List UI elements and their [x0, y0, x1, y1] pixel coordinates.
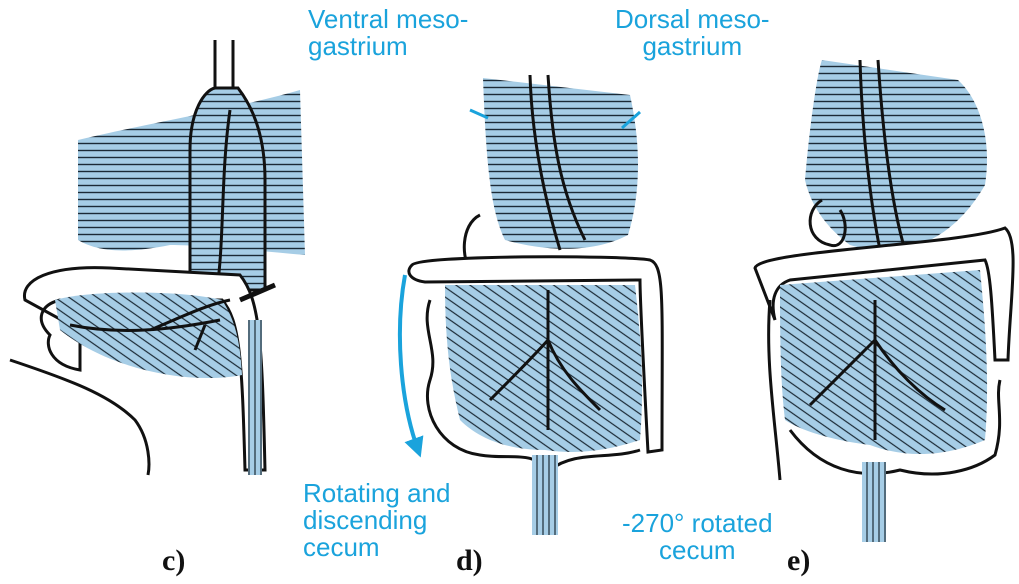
- panel-c-drawing: [10, 40, 305, 475]
- panel-e-mesentery: [780, 270, 987, 454]
- rotated-cecum-label: -270° rotated cecum: [622, 510, 773, 564]
- rotation-arrow: [400, 275, 418, 450]
- dorsal-mesogastrium-label: Dorsal meso- gastrium: [615, 6, 770, 60]
- panel-label-d: d): [456, 544, 483, 578]
- panel-d-stomach: [483, 78, 638, 249]
- panel-d-mesentery: [445, 285, 642, 452]
- panel-d-drawing: [400, 75, 662, 535]
- panel-label-c: c): [162, 544, 185, 578]
- panel-label-e: e): [787, 544, 810, 578]
- panel-c-vertical-mesentery: [248, 320, 262, 475]
- rotating-cecum-label: Rotating and discending cecum: [303, 480, 450, 561]
- panel-e-stomach: [805, 60, 987, 250]
- panel-e-drawing: [755, 60, 1013, 542]
- ventral-mesogastrium-label: Ventral meso- gastrium: [308, 6, 468, 60]
